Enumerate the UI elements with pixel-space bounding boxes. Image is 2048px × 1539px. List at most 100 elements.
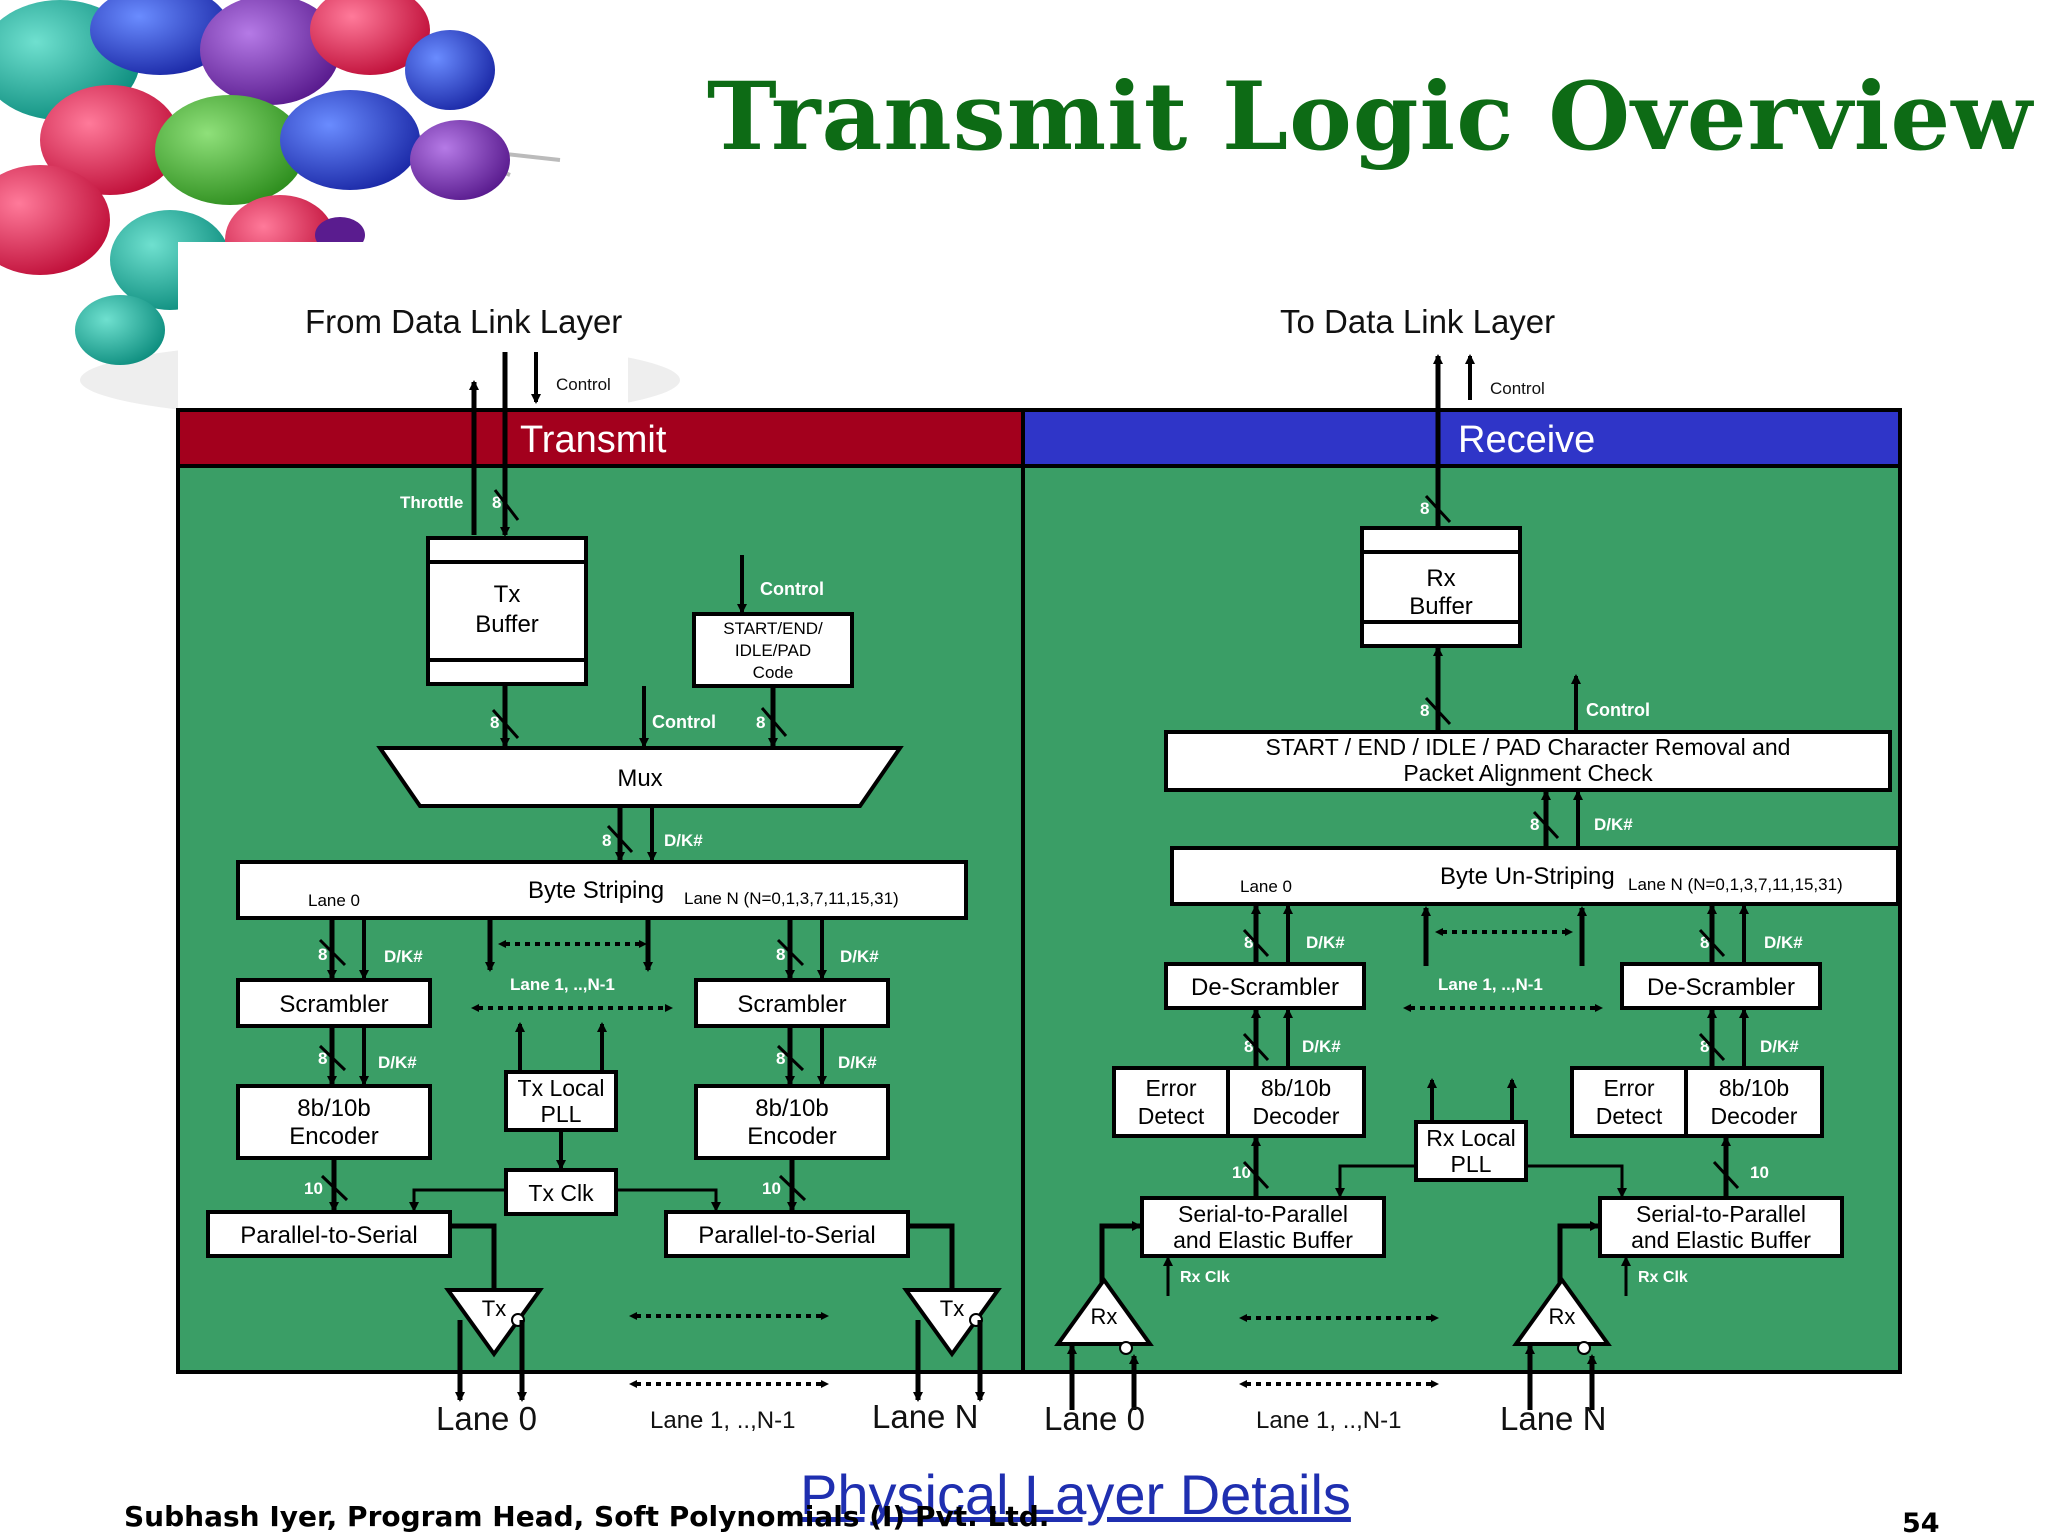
encoder-laneN: 8b/10b Encoder bbox=[694, 1084, 890, 1160]
rx-laneN-label: Lane N bbox=[1500, 1400, 1606, 1437]
tx-clk-label: Tx Clk bbox=[528, 1180, 594, 1206]
mux-label: Mux bbox=[617, 765, 662, 792]
rx-control-label-removal: Control bbox=[1586, 700, 1650, 720]
rx-lane-mid-label: Lane 1, ..,N-1 bbox=[1256, 1407, 1401, 1434]
mux-block: Mux bbox=[376, 746, 904, 808]
removal-line1: START / END / IDLE / PAD Character Remov… bbox=[1266, 734, 1791, 760]
byte-unstriping-box: Lane 0 Byte Un-Striping Lane N (N=0,1,3,… bbox=[1170, 846, 1900, 906]
descrambler-laneN-label: De-Scrambler bbox=[1647, 974, 1795, 1001]
tx-ten-label-2: 10 bbox=[762, 1179, 781, 1198]
rx-eight-label-3: 8 bbox=[1530, 815, 1539, 834]
encoder-lane0-line1: 8b/10b bbox=[297, 1095, 370, 1122]
decoder-laneN-line2: Decoder bbox=[1711, 1103, 1798, 1129]
rx-clk-label-laneN: Rx Clk bbox=[1638, 1269, 1688, 1286]
tx-buffer-line2: Buffer bbox=[475, 611, 539, 638]
push-pins-decoration bbox=[0, 0, 680, 420]
byte-striping-label: Byte Striping bbox=[528, 877, 664, 904]
tx-laneN-label: Lane N bbox=[872, 1398, 978, 1435]
tx-buffer-box: Tx Buffer bbox=[426, 536, 588, 686]
tx-lane0-label: Lane 0 bbox=[436, 1400, 537, 1437]
tx-driver-lane0: Tx bbox=[444, 1288, 544, 1358]
code-box-line2: IDLE/PAD bbox=[735, 641, 811, 660]
tx-dk-label-1: D/K# bbox=[664, 831, 703, 850]
s2p-lane0-line2: and Elastic Buffer bbox=[1173, 1227, 1353, 1253]
tx-eight-label-7: 8 bbox=[776, 945, 785, 964]
decoder-lane0-line1: 8b/10b bbox=[1261, 1075, 1331, 1101]
descrambler-laneN: De-Scrambler bbox=[1620, 962, 1822, 1010]
byte-unstriping-lane0: Lane 0 bbox=[1240, 877, 1292, 896]
page-number: 54 bbox=[1902, 1508, 1940, 1539]
receive-header-bar bbox=[1021, 408, 1902, 468]
tx-control-label-top: Control bbox=[556, 375, 611, 394]
decoder-lane0: 8b/10b Decoder bbox=[1226, 1066, 1366, 1138]
tx-clk-box: Tx Clk bbox=[504, 1168, 618, 1216]
rx-eight-label-5: 8 bbox=[1244, 1037, 1253, 1056]
rx-eight-label-6: 8 bbox=[1700, 933, 1709, 952]
rx-buffer-line2: Buffer bbox=[1409, 593, 1473, 620]
transmit-header: Transmit bbox=[520, 419, 667, 461]
author-credit: Subhash Iyer, Program Head, Soft Polynom… bbox=[124, 1500, 1050, 1533]
serial-to-parallel-lane0: Serial-to-Parallel and Elastic Buffer bbox=[1140, 1196, 1386, 1258]
tx-control-label-mux: Control bbox=[652, 712, 716, 732]
rx-eight-label-2: 8 bbox=[1420, 701, 1429, 720]
error-detect-laneN-line1: Error bbox=[1603, 1075, 1654, 1101]
s2p-laneN-line1: Serial-to-Parallel bbox=[1636, 1201, 1806, 1227]
error-detect-lane0-line1: Error bbox=[1145, 1075, 1196, 1101]
receive-header: Receive bbox=[1458, 419, 1595, 461]
error-detect-lane0-line2: Detect bbox=[1138, 1103, 1205, 1129]
tx-driver-lane0-label: Tx bbox=[482, 1296, 506, 1321]
from-data-link-layer-label: From Data Link Layer bbox=[305, 303, 622, 340]
rx-dk-label-3: D/K# bbox=[1302, 1037, 1341, 1056]
decoder-laneN-line1: 8b/10b bbox=[1719, 1075, 1789, 1101]
p2s-laneN-label: Parallel-to-Serial bbox=[698, 1222, 875, 1249]
rx-control-label-top: Control bbox=[1490, 379, 1545, 398]
removal-line2: Packet Alignment Check bbox=[1403, 760, 1653, 786]
parallel-to-serial-lane0: Parallel-to-Serial bbox=[206, 1210, 452, 1258]
error-detect-laneN: Error Detect bbox=[1570, 1066, 1688, 1138]
transmit-header-bar bbox=[176, 408, 1025, 468]
decoder-lane0-line2: Decoder bbox=[1253, 1103, 1340, 1129]
byte-unstriping-label: Byte Un-Striping bbox=[1440, 863, 1615, 890]
tx-dk-label-2: D/K# bbox=[384, 947, 423, 966]
byte-striping-box: Lane 0 Byte Striping Lane N (N=0,1,3,7,1… bbox=[236, 860, 968, 920]
rx-eight-label-4: 8 bbox=[1244, 933, 1253, 952]
tx-ten-label-1: 10 bbox=[304, 1179, 323, 1198]
rx-dk-label-4: D/K# bbox=[1764, 933, 1803, 952]
slide-title: Transmit Logic Overview bbox=[706, 62, 2034, 172]
tx-dk-label-3: D/K# bbox=[378, 1053, 417, 1072]
rx-dk-label-2: D/K# bbox=[1306, 933, 1345, 952]
tx-eight-label-8: 8 bbox=[776, 1049, 785, 1068]
byte-unstriping-laneN: Lane N (N=0,1,3,7,11,15,31) bbox=[1628, 875, 1843, 894]
encoder-laneN-line2: Encoder bbox=[747, 1123, 836, 1150]
byte-striping-lane0: Lane 0 bbox=[308, 891, 360, 910]
rx-ten-label-2: 10 bbox=[1750, 1163, 1769, 1182]
tx-driver-laneN-label: Tx bbox=[940, 1296, 964, 1321]
rx-dk-label-5: D/K# bbox=[1760, 1037, 1799, 1056]
rx-eight-label-7: 8 bbox=[1700, 1037, 1709, 1056]
rx-local-pll-box: Rx Local PLL bbox=[1414, 1120, 1528, 1182]
char-removal-alignment-box: START / END / IDLE / PAD Character Remov… bbox=[1164, 730, 1892, 792]
tx-eight-label-6: 8 bbox=[318, 1049, 327, 1068]
tx-eight-label-2: 8 bbox=[490, 713, 499, 732]
p2s-lane0-label: Parallel-to-Serial bbox=[240, 1222, 417, 1249]
rx-clk-label-lane0: Rx Clk bbox=[1180, 1269, 1230, 1286]
tx-pll-line2: PLL bbox=[541, 1101, 582, 1127]
physical-layer-details-link[interactable]: Physical Layer Details bbox=[800, 1463, 1351, 1526]
decoder-laneN: 8b/10b Decoder bbox=[1684, 1066, 1824, 1138]
encoder-lane0: 8b/10b Encoder bbox=[236, 1084, 432, 1160]
rx-buffer-line1: Rx bbox=[1426, 565, 1455, 592]
rx-receiver-laneN-label: Rx bbox=[1549, 1304, 1576, 1329]
scrambler-laneN-label: Scrambler bbox=[737, 991, 846, 1018]
s2p-lane0-line1: Serial-to-Parallel bbox=[1178, 1201, 1348, 1227]
s2p-laneN-line2: and Elastic Buffer bbox=[1631, 1227, 1811, 1253]
tx-buffer-line1: Tx bbox=[494, 581, 521, 608]
rx-receiver-lane0: Rx bbox=[1054, 1276, 1154, 1355]
rx-ten-label-1: 10 bbox=[1232, 1163, 1251, 1182]
scrambler-lane0: Scrambler bbox=[236, 978, 432, 1028]
tx-lane-mid-label: Lane 1, ..,N-1 bbox=[650, 1407, 795, 1434]
descrambler-lane0-label: De-Scrambler bbox=[1191, 974, 1339, 1001]
code-box-line3: Code bbox=[753, 663, 794, 682]
descrambler-lane0: De-Scrambler bbox=[1164, 962, 1366, 1010]
encoder-laneN-line1: 8b/10b bbox=[755, 1095, 828, 1122]
